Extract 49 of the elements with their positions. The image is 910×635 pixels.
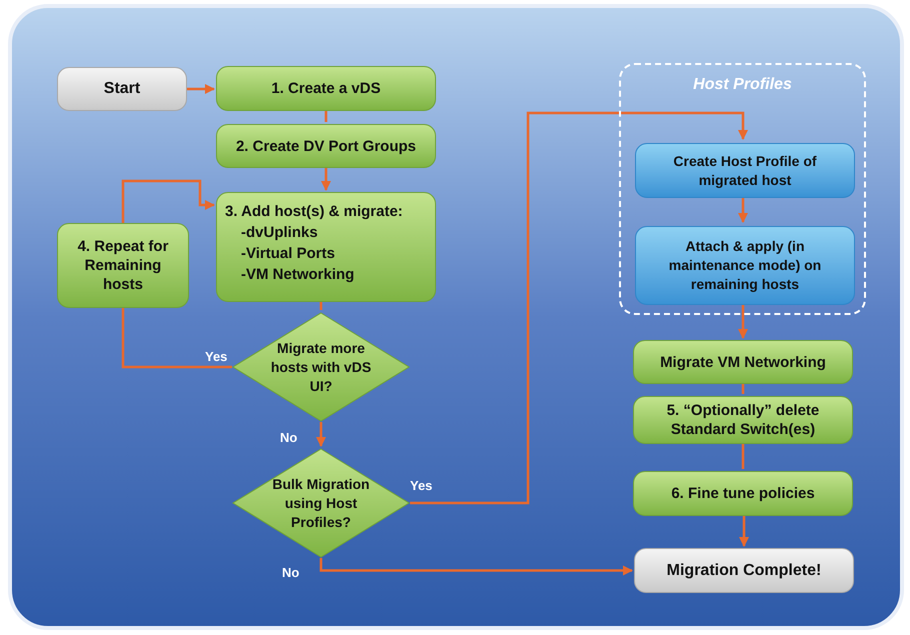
- step-text: 3. Add host(s) & migrate:: [225, 202, 403, 222]
- list-item: -dvUplinks: [240, 223, 318, 243]
- arrow: [122, 180, 215, 223]
- step-text: 1. Create a vDS: [270, 79, 382, 98]
- connector-line: [742, 384, 744, 394]
- arrow: [316, 422, 326, 447]
- arrow: [187, 84, 215, 94]
- edge-label: Yes: [410, 477, 432, 495]
- process-box: [635, 143, 855, 198]
- connector-line: [320, 302, 322, 310]
- connector-line: [742, 444, 744, 469]
- list-item: -VM Networking: [240, 265, 354, 285]
- step-text: Bulk Migration using Host Profiles?: [271, 474, 371, 532]
- group-frame: [619, 63, 866, 315]
- process-box: [57, 223, 189, 308]
- step-text: Start: [102, 79, 142, 99]
- step-text: 4. Repeat for Remaining hosts: [76, 237, 170, 294]
- step-text: Attach & apply (in maintenance mode) on remaining hosts: [668, 237, 822, 294]
- list-item: -Virtual Ports: [240, 244, 335, 264]
- arrow: [321, 168, 331, 191]
- process-box: [635, 226, 855, 305]
- connector-line: [324, 111, 328, 122]
- group-title: Host Profiles: [693, 75, 792, 95]
- terminal-box: [57, 67, 187, 111]
- process-box: [633, 471, 853, 516]
- arrow: [739, 516, 749, 547]
- step-text: 2. Create DV Port Groups: [234, 136, 418, 156]
- process-box: [216, 124, 436, 168]
- step-text: Create Host Profile of migrated host: [672, 152, 818, 190]
- step-text: 5. “Optionally” delete Standard Switch(es): [666, 401, 820, 439]
- step-text: Migrate VM Networking: [659, 352, 827, 372]
- step-text: Migrate more hosts with vDS UI?: [270, 338, 372, 396]
- step-text: 6. Fine tune policies: [670, 484, 816, 503]
- decision-diamond: [232, 448, 410, 558]
- edge-label: No: [282, 564, 300, 582]
- terminal-box: [634, 548, 854, 593]
- step-text: Migration Complete!: [666, 560, 822, 580]
- arrow: [738, 196, 748, 223]
- arrow: [320, 558, 633, 576]
- decision-diamond: [232, 312, 410, 422]
- arrow: [410, 112, 748, 504]
- process-box: [216, 66, 436, 111]
- edge-label: No: [280, 429, 298, 447]
- connector-line: [122, 308, 232, 368]
- process-box: [633, 396, 853, 444]
- process-box: [216, 192, 436, 302]
- arrow: [738, 303, 748, 339]
- process-box: [633, 340, 853, 384]
- edge-label: Yes: [205, 348, 228, 366]
